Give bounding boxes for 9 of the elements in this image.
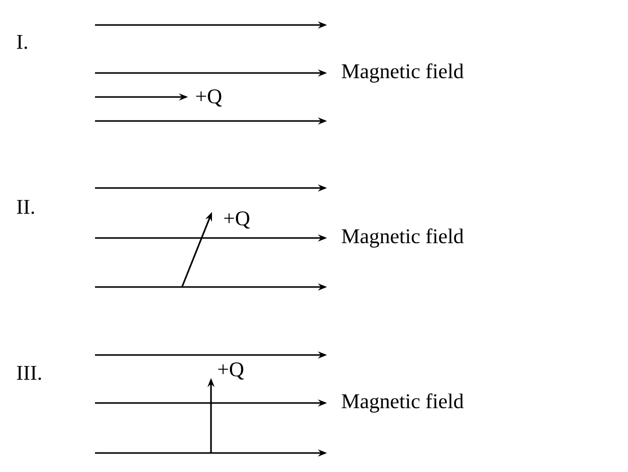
field-label: Magnetic field <box>342 228 464 248</box>
panel-label: II. <box>16 200 34 214</box>
panel-label: III. <box>16 366 41 380</box>
field-label: Magnetic field <box>342 63 464 83</box>
charge-label: +Q <box>224 211 250 229</box>
charge-label: +Q <box>196 89 222 107</box>
charge-label: +Q <box>218 362 244 380</box>
field-label: Magnetic field <box>342 393 464 413</box>
panel-label: I. <box>16 35 28 49</box>
